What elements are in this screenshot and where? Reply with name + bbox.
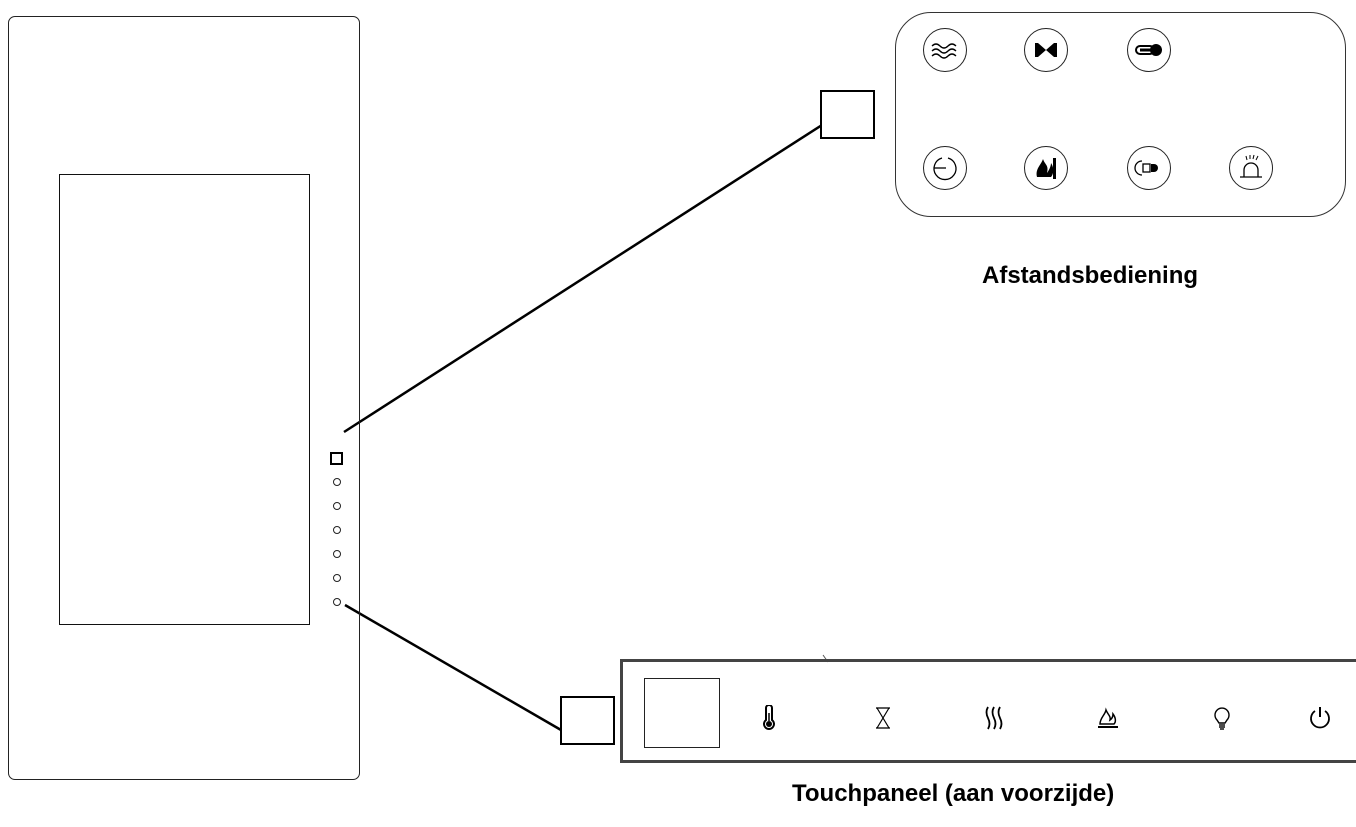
flame-icon[interactable] <box>1024 146 1068 190</box>
touch-panel-display <box>644 678 720 748</box>
heater-glass-panel <box>59 174 310 625</box>
touchpanel-zoom-box <box>560 696 615 745</box>
remote-connector-line <box>343 123 823 434</box>
touchpanel-connector-line <box>344 603 562 732</box>
power-circle-icon[interactable] <box>923 146 967 190</box>
device-led-dot <box>333 478 341 486</box>
heat-waves-icon[interactable] <box>981 704 1009 732</box>
bulb-icon[interactable] <box>1208 704 1236 732</box>
power-icon[interactable] <box>1306 704 1334 732</box>
siren-icon[interactable] <box>1229 146 1273 190</box>
bowtie-icon[interactable] <box>1024 28 1068 72</box>
device-receiver-square <box>330 452 343 465</box>
heater-device-outline <box>8 16 360 780</box>
lamp-icon[interactable] <box>1127 146 1171 190</box>
remote-control <box>895 12 1346 217</box>
device-led-dot <box>333 598 341 606</box>
touch-panel-bar <box>620 659 1356 763</box>
thermometer-icon[interactable] <box>755 704 783 732</box>
thermometer-key-icon[interactable] <box>1127 28 1171 72</box>
hourglass-icon[interactable] <box>869 704 897 732</box>
device-led-dot <box>333 526 341 534</box>
device-led-dot <box>333 502 341 510</box>
remote-zoom-box <box>820 90 875 139</box>
remote-caption: Afstandsbediening <box>982 262 1199 289</box>
fire-icon[interactable] <box>1094 704 1122 732</box>
device-led-dot <box>333 574 341 582</box>
device-led-dot <box>333 550 341 558</box>
touchpanel-caption: Touchpaneel (aan voorzijde) <box>792 780 1115 807</box>
waves-icon[interactable] <box>923 28 967 72</box>
